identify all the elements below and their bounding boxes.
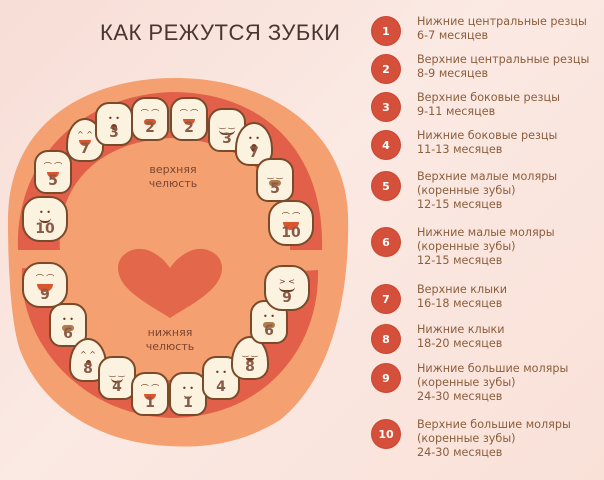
number-badge: 8 xyxy=(372,325,400,353)
tooth-upper-5-left: ⌒ ⌒5 xyxy=(34,150,72,194)
tooth-lower-4-right: • •4 xyxy=(202,356,240,400)
number-badge: 5 xyxy=(372,172,400,200)
number-badge: 10 xyxy=(372,420,400,448)
number-badge: 1 xyxy=(372,17,400,45)
number-badge: 4 xyxy=(372,131,400,159)
tooth-upper-5-right: ‿ ‿5 xyxy=(256,158,294,202)
tooth-upper-2-left: ⌒ ⌒2 xyxy=(131,97,169,141)
tooth-upper-10-right: ⌒ ⌒10 xyxy=(268,200,314,246)
number-badge: 3 xyxy=(372,93,400,121)
tooth-upper-10-left: • •10 xyxy=(22,196,68,242)
tooth-upper-3-left: • •3 xyxy=(95,102,133,146)
number-badge: 7 xyxy=(372,285,400,313)
tooth-lower-9-left: ⌒ ⌒9 xyxy=(22,262,68,308)
upper-jaw-label: верхняя челюсть xyxy=(148,163,198,190)
number-badge: 6 xyxy=(372,228,400,256)
tooth-lower-9-right: > <9 xyxy=(264,265,310,311)
tooth-lower-1-left: ⌒ ⌒1 xyxy=(131,372,169,416)
lower-jaw-label: нижняя челюсть xyxy=(145,326,195,353)
page-title: КАК РЕЖУТСЯ ЗУБКИ xyxy=(100,20,341,45)
heart-icon xyxy=(118,248,222,318)
number-badge: 9 xyxy=(372,364,400,392)
number-badge: 2 xyxy=(372,55,400,83)
tooth-upper-2-right: ⌒ ⌒2 xyxy=(170,97,208,141)
